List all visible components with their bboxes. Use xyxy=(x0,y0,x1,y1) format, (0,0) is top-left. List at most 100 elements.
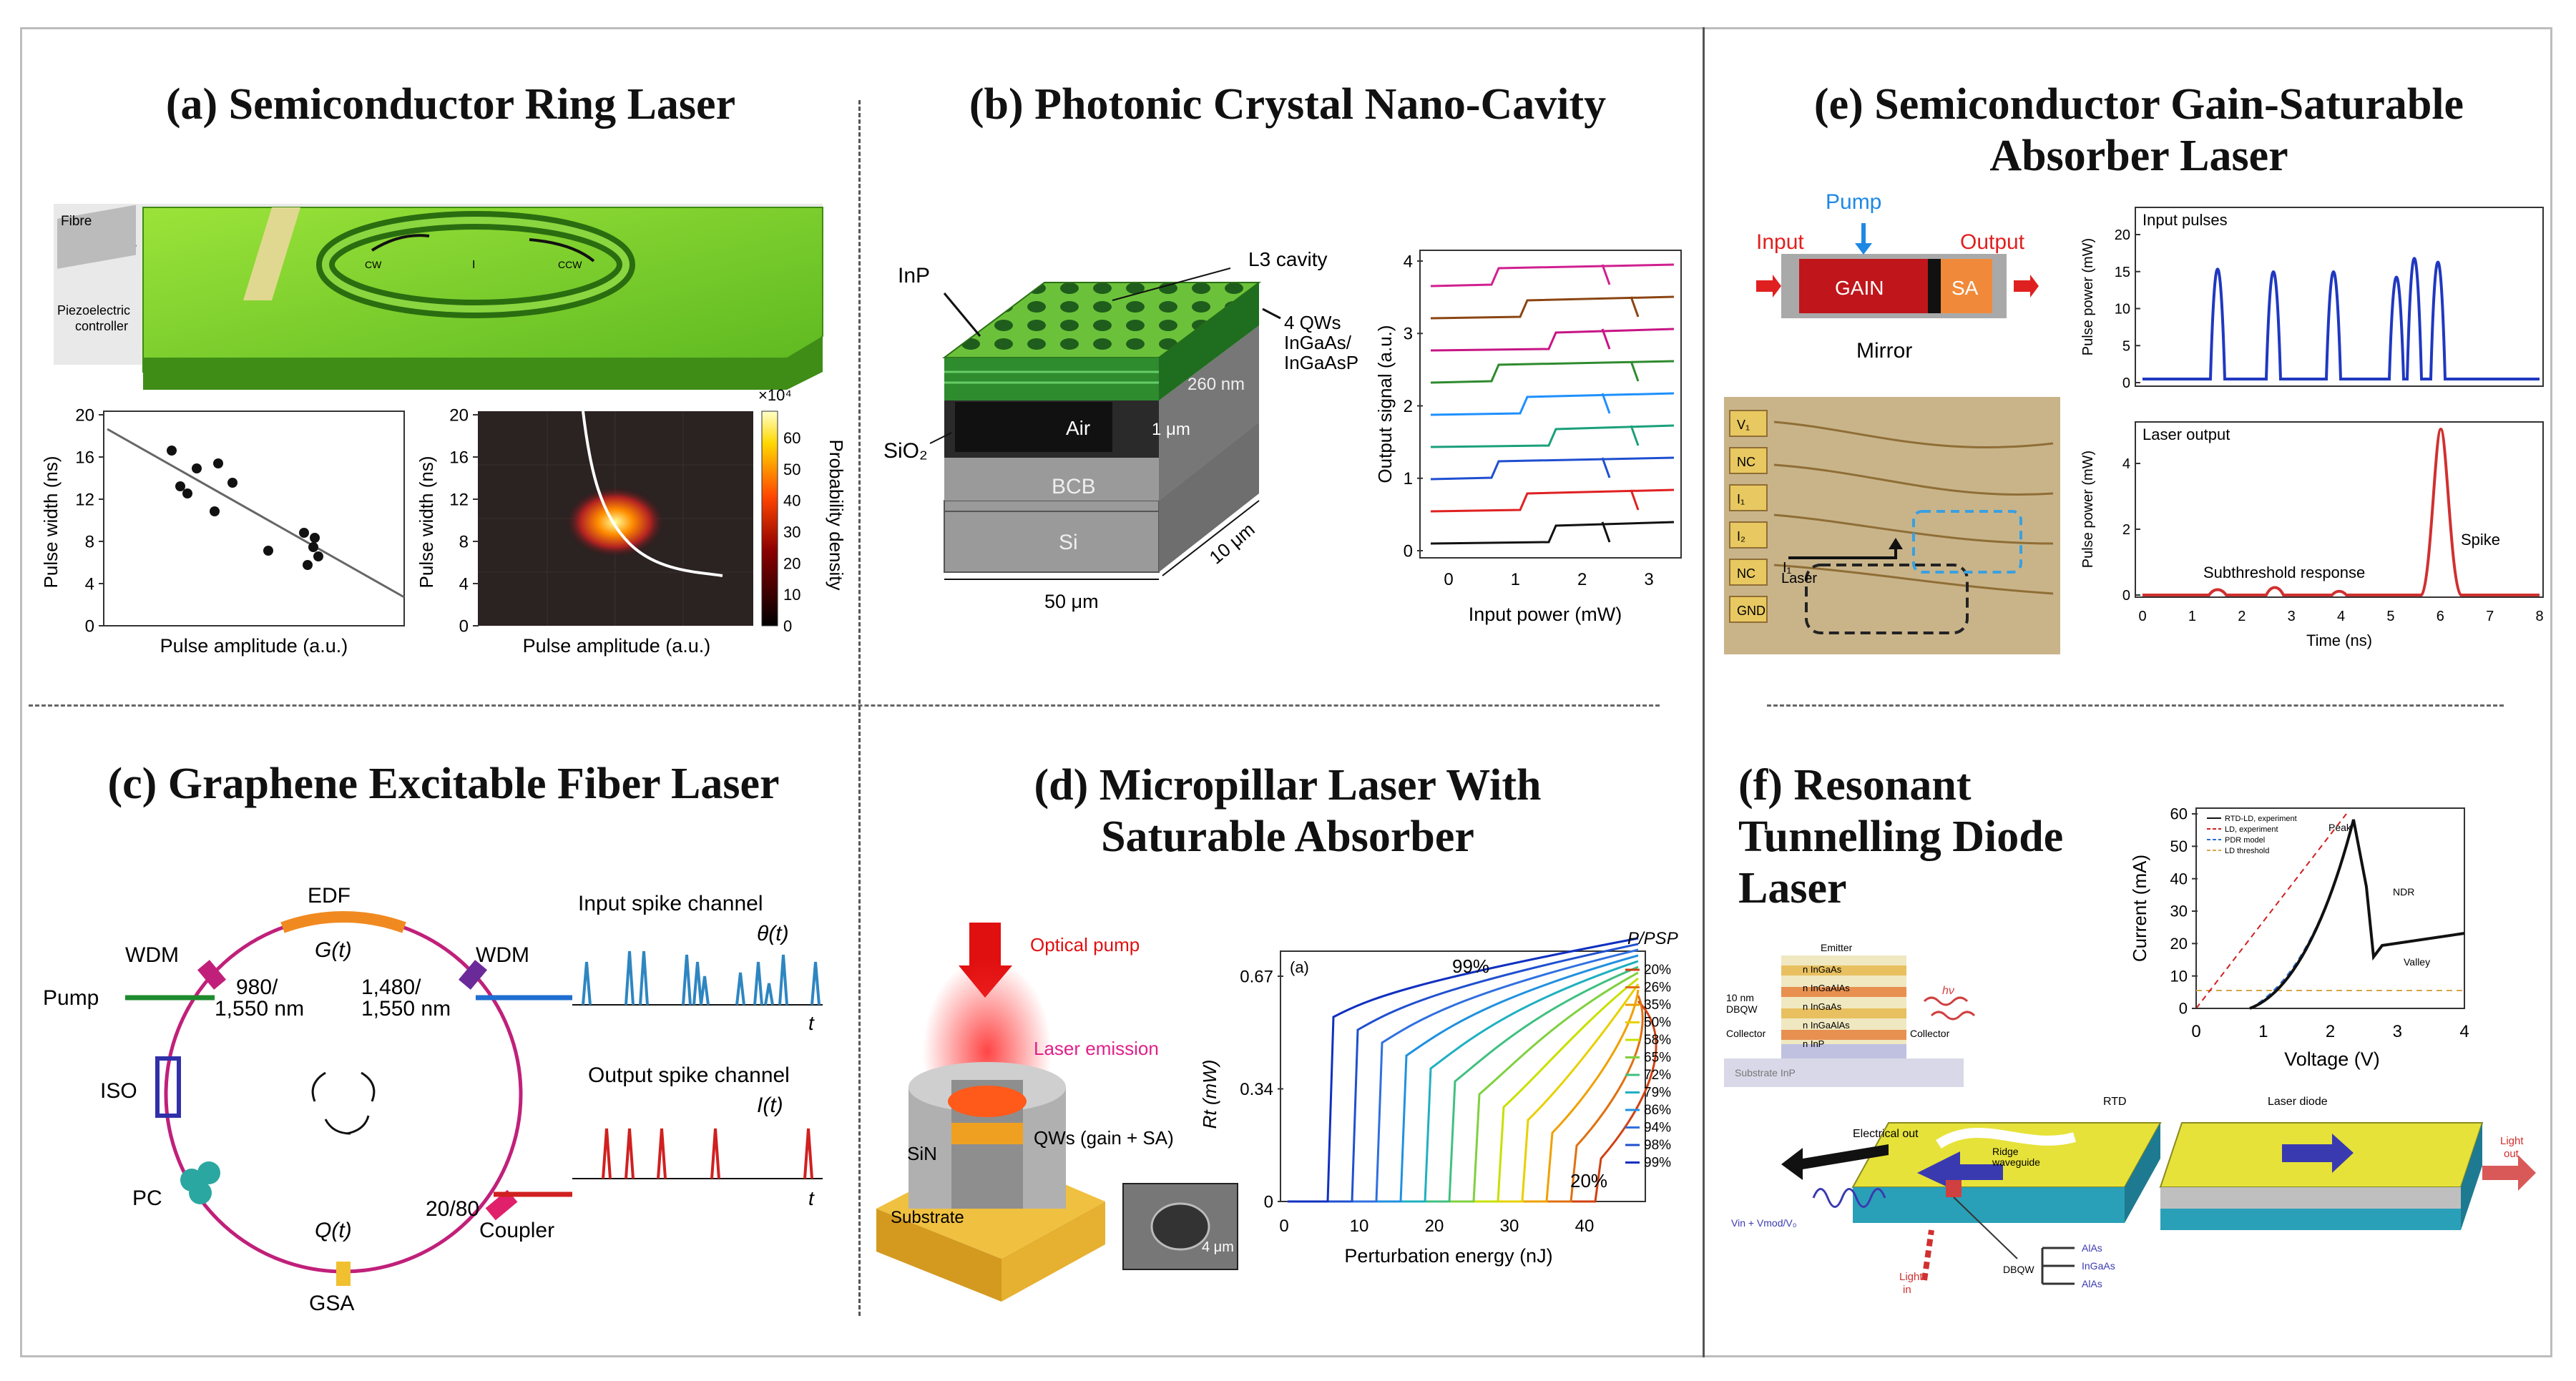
y-tick-label: 0 xyxy=(1264,1192,1273,1212)
label-sio2: SiO₂ xyxy=(883,439,928,463)
output-trace xyxy=(1430,295,1675,320)
x-tick-label: 1 xyxy=(1511,570,1520,589)
label-sin: SiN xyxy=(907,1143,937,1164)
panel-a-ring-laser-illustration: Fibre Piezoelectric controller CW CCW I xyxy=(54,204,823,390)
stack-layer: n InGaAs xyxy=(1803,964,1842,975)
legend-entry: 50% xyxy=(1644,1016,1671,1031)
input-plot-tag: Input pulses xyxy=(2142,211,2228,229)
x-tick-label: 3 xyxy=(2288,609,2296,624)
label-electrical-out: Electrical out xyxy=(1853,1128,1919,1140)
label-device-dbqw: DBQW xyxy=(2003,1264,2034,1275)
label-edf: EDF xyxy=(308,884,351,908)
energy-trace xyxy=(1288,983,1640,1203)
legend-entry: 99% xyxy=(1644,1156,1671,1171)
legend-entry: 58% xyxy=(1644,1033,1671,1048)
label-current: I xyxy=(472,259,475,271)
label-inp: InP xyxy=(898,264,930,287)
stack-layer: n InGaAlAs xyxy=(1803,983,1850,993)
chip-label-laser: Laser xyxy=(1781,571,1817,586)
x-tick-label: 8 xyxy=(2535,609,2543,624)
y-tick-label: 12 xyxy=(75,490,94,509)
stack-layer: n InGaAs xyxy=(1803,1001,1842,1012)
panel-f-title-line1: (f) Resonant xyxy=(1738,761,1972,810)
panel-d-title-line1: (d) Micropillar Laser With xyxy=(1034,761,1542,810)
colorbar-label: Probability density xyxy=(826,440,847,591)
scatter-point xyxy=(299,528,309,538)
label-rtd: RTD xyxy=(2103,1096,2127,1108)
label-bcb: BCB xyxy=(1052,475,1096,498)
output-x-label: Time (ns) xyxy=(2306,631,2372,649)
label-air: Air xyxy=(1066,417,1090,439)
colorbar-tick: 30 xyxy=(783,524,800,541)
panel-c-title: (c) Graphene Excitable Fiber Laser xyxy=(107,760,780,808)
chip-pad xyxy=(1729,410,1768,437)
input-spike xyxy=(639,950,649,1006)
label-260nm: 260 nm xyxy=(1187,375,1245,394)
panel-b-title: (b) Photonic Crystal Nano-Cavity xyxy=(969,80,1607,129)
scatter-point xyxy=(263,546,273,556)
label-substrate-inp: Substrate InP xyxy=(1735,1067,1796,1078)
label-e-gain: GAIN xyxy=(1835,277,1884,299)
label-qws-2: InGaAs/ xyxy=(1284,332,1352,353)
legend-entry: LD, experiment xyxy=(2225,825,2278,834)
output-traces xyxy=(1430,263,1675,545)
y-tick-label: 3 xyxy=(1404,325,1413,344)
label-qws-3: InGaAsP xyxy=(1284,352,1358,373)
y-tick-label: 0.34 xyxy=(1240,1080,1273,1099)
input-spike xyxy=(682,954,692,1006)
y-tick-label: 12 xyxy=(449,490,469,509)
chip-pad-label: GND xyxy=(1737,604,1766,618)
label-coupler: Coupler xyxy=(479,1219,554,1242)
label-ndr: NDR xyxy=(2393,886,2414,898)
x-tick-label: 1 xyxy=(2258,1022,2268,1041)
x-tick-label: 20 xyxy=(1425,1217,1444,1236)
label-wdm-left: WDM xyxy=(125,943,179,967)
label-light-in-1: Light xyxy=(1899,1271,1923,1283)
figure-frame xyxy=(20,27,2552,1357)
label-laser-emission: Laser emission xyxy=(1034,1038,1159,1059)
x-tick-label: 2 xyxy=(2238,609,2246,624)
y-tick-label: 4 xyxy=(459,574,469,594)
y-tick-label: 5 xyxy=(2122,338,2130,354)
label-pump: Pump xyxy=(43,986,99,1010)
label-qws-1: 4 QWs xyxy=(1284,312,1341,333)
scatter-point xyxy=(192,463,202,473)
column-divider xyxy=(1703,27,1705,1357)
label-20-80: 20/80 xyxy=(426,1197,479,1221)
x-tick-label: 5 xyxy=(2386,609,2394,624)
x-tick-label: 4 xyxy=(2337,609,2345,624)
output-x-label: Input power (mW) xyxy=(1469,604,1622,625)
y-tick-label: 0.67 xyxy=(1240,967,1273,986)
label-e-pump: Pump xyxy=(1826,190,1881,214)
y-tick-label: 50 xyxy=(2170,837,2188,855)
label-980: 980/ xyxy=(236,975,278,999)
input-spike xyxy=(692,961,702,1006)
label-hv: hν xyxy=(1942,985,1954,997)
legend-entry: RTD-LD, experiment xyxy=(2225,815,2297,823)
panel-e-title-line1: (e) Semiconductor Gain-Saturable xyxy=(1813,80,2464,129)
scatter-point xyxy=(308,542,318,552)
energy-trace xyxy=(1288,995,1644,1203)
label-gsa: GSA xyxy=(309,1292,354,1315)
x-tick-label: 4 xyxy=(2459,1022,2469,1041)
scatter-point xyxy=(167,446,177,456)
legend-entry: 79% xyxy=(1644,1086,1671,1101)
label-qws: QWs (gain + SA) xyxy=(1034,1127,1174,1149)
label-controller: controller xyxy=(75,319,128,333)
dbqw-layer: AlAs xyxy=(2082,1242,2102,1254)
panel-d-micropillar-illustration: Optical pump Laser emission SiN QWs (gai… xyxy=(876,923,1238,1302)
label-laser-diode: Laser diode xyxy=(2268,1096,2328,1108)
chip-pad xyxy=(1729,484,1768,511)
output-trace xyxy=(1430,424,1675,448)
energy-x-label: Perturbation energy (nJ) xyxy=(1344,1245,1552,1267)
y-tick-label: 0 xyxy=(2122,375,2130,391)
energy-trace xyxy=(1288,960,1639,1203)
x-tick-label: 2 xyxy=(2326,1022,2335,1041)
output-spike xyxy=(602,1128,612,1179)
input-spike xyxy=(778,954,788,1006)
y-tick-label: 10 xyxy=(2170,967,2188,985)
label-peak: Peak xyxy=(2328,822,2352,833)
